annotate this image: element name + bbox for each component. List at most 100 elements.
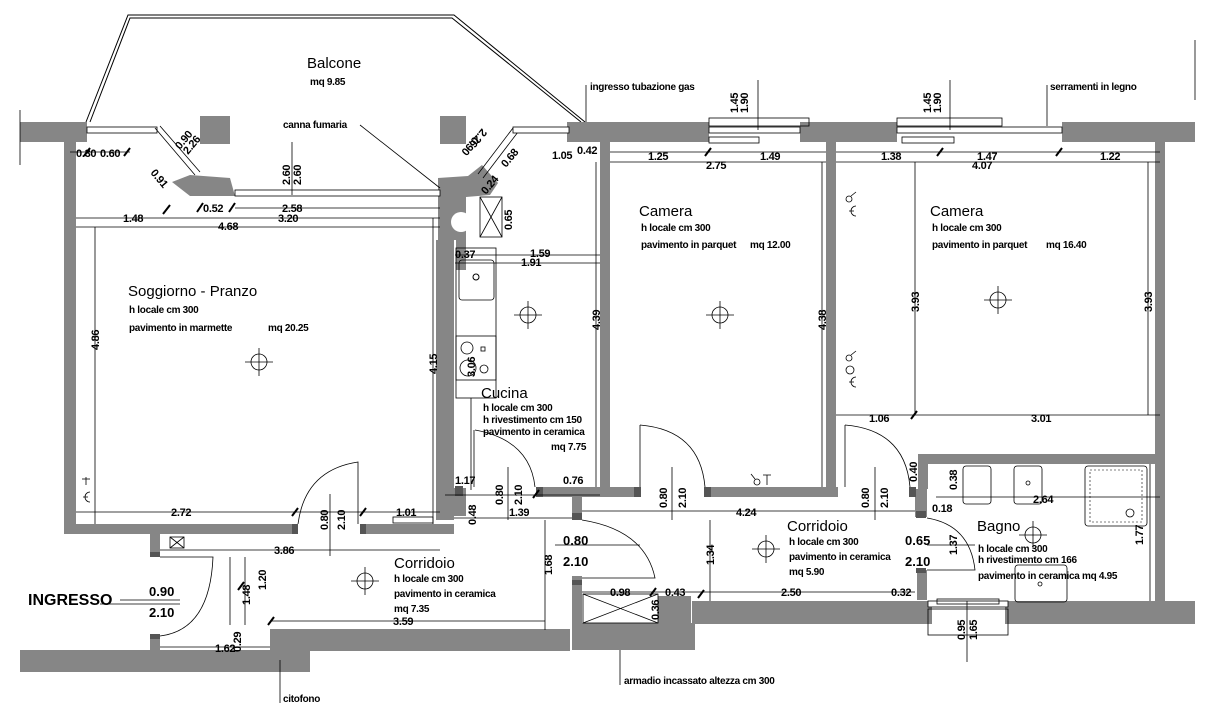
dim-label: 0.32	[891, 587, 911, 599]
door-width: 0.65	[905, 533, 930, 548]
dimension-lines	[70, 142, 1160, 662]
door-height: 2.10	[149, 605, 174, 620]
door-height: 2.10	[563, 554, 588, 569]
room-floor: pavimento in ceramica	[394, 589, 496, 600]
room-height: h locale cm 300	[932, 223, 1002, 234]
dim-label: 3.93	[1143, 292, 1155, 312]
tv-outlet-icon	[845, 365, 855, 375]
dim-label: 2.72	[171, 507, 191, 519]
dim-label: 0.38	[948, 470, 960, 490]
room-height: h locale cm 300	[641, 223, 711, 234]
dim-label: 0.80	[860, 488, 872, 508]
dim-label: 4.15	[428, 354, 440, 374]
note-citofono: citofono	[283, 694, 320, 705]
dim-label: 1.48	[241, 585, 253, 605]
dim-label: 2.10	[879, 488, 891, 508]
dim-label: 3.86	[274, 545, 294, 557]
dim-label: 0.30	[76, 148, 96, 160]
dim-label: 4.86	[90, 330, 102, 350]
notes: canna fumaria ingresso tubazione gas ser…	[283, 82, 1137, 705]
room-height: h locale cm 300	[129, 305, 199, 316]
dim-label: 0.36	[650, 600, 662, 620]
dim-label: 2.75	[706, 160, 726, 172]
dim-label: 2.10	[677, 488, 689, 508]
dim-label: 1.20	[257, 570, 269, 590]
room-camera-1: Camera h locale cm 300 pavimento in parq…	[639, 203, 791, 251]
ceiling-light-icon	[752, 535, 780, 563]
dim-label: 1.59	[530, 248, 550, 260]
dim-label: 0.76	[563, 475, 583, 487]
room-name: Camera	[930, 203, 984, 220]
note-armadio: armadio incassato altezza cm 300	[624, 676, 775, 687]
dim-label: 1.90	[739, 93, 751, 113]
dim-label: 0.42	[577, 145, 597, 157]
dim-label: 1.90	[932, 93, 944, 113]
dim-label: 0.80	[658, 488, 670, 508]
closet-markers	[169, 516, 1000, 624]
dim-label: 2.10	[513, 485, 525, 505]
dim-label: 4.38	[817, 310, 829, 330]
dim-label: 1.37	[948, 535, 960, 555]
dim-label: 0.91	[148, 167, 170, 190]
dim-label: 1.47	[977, 151, 997, 163]
dim-label: 0.80	[319, 510, 331, 530]
note-serramenti: serramenti in legno	[1050, 82, 1137, 93]
room-area: mq 12.00	[750, 240, 791, 251]
door-labels: 0.80 2.10 0.65 2.10	[563, 533, 930, 569]
dim-label: 1.06	[869, 413, 889, 425]
room-balcone: Balcone mq 9.85	[307, 55, 361, 88]
room-floor: pavimento in marmette	[129, 323, 233, 334]
door-jambs	[150, 486, 926, 639]
dim-label: 4.24	[736, 507, 757, 519]
dim-label: 1.39	[509, 507, 529, 519]
dim-label: 2.64	[1033, 494, 1054, 506]
room-area: mq 20.25	[268, 323, 309, 334]
switch-icon	[845, 191, 857, 203]
dim-label: 2.60	[292, 165, 304, 185]
dim-label: 1.38	[881, 151, 901, 163]
room-name: Corridoio	[787, 518, 848, 535]
room-camera-2: Camera h locale cm 300 pavimento in parq…	[930, 203, 1087, 251]
electrical-symbols	[82, 191, 857, 503]
dim-label: 3.93	[910, 292, 922, 312]
room-floor: pavimento in parquet	[932, 240, 1028, 251]
dim-label: 2.60	[281, 165, 293, 185]
switch-icon	[845, 350, 857, 362]
dim-label: 0.60	[100, 148, 120, 160]
note-gas: ingresso tubazione gas	[590, 82, 695, 93]
ground-icon	[82, 477, 90, 485]
dim-label: 1.45	[922, 93, 934, 113]
outlet-icon	[763, 474, 771, 485]
room-name: Bagno	[977, 518, 1020, 535]
room-area: mq 7.35	[394, 604, 430, 615]
room-height: h locale cm 300	[394, 574, 464, 585]
room-floor: pavimento in ceramica mq 4.95	[978, 571, 1118, 582]
walls	[20, 116, 1195, 672]
room-name: Camera	[639, 203, 693, 220]
dim-label: 4.39	[591, 310, 603, 330]
dim-label: 1.77	[1134, 525, 1146, 545]
dim-label: 1.65	[968, 620, 980, 640]
room-name: Corridoio	[394, 555, 455, 572]
dimension-ticks	[83, 147, 1063, 626]
dim-label: 0.95	[956, 620, 968, 640]
ceiling-light-icon	[984, 286, 1012, 314]
dim-label: 0.48	[467, 505, 479, 525]
dim-label: 0.18	[932, 503, 952, 515]
room-floor: pavimento in parquet	[641, 240, 737, 251]
outlet-icon	[83, 491, 91, 503]
dim-label: 1.49	[760, 151, 780, 163]
outlet-icon	[849, 205, 857, 217]
dim-label: 1.01	[396, 507, 416, 519]
dim-label: 0.40	[908, 462, 920, 482]
room-name: Balcone	[307, 55, 361, 72]
room-name: Soggiorno - Pranzo	[128, 283, 257, 300]
dimension-labels: 0.30 0.60 0.90 2.26 0.91 0.52 2.58 1.48 …	[76, 93, 1155, 655]
dim-label: 0.43	[665, 587, 685, 599]
room-area: mq 16.40	[1046, 240, 1087, 251]
dim-label: 1.17	[455, 475, 475, 487]
dim-label: 0.52	[203, 203, 223, 215]
dim-label: 1.62	[215, 643, 235, 655]
dim-label: 1.22	[1100, 151, 1120, 163]
